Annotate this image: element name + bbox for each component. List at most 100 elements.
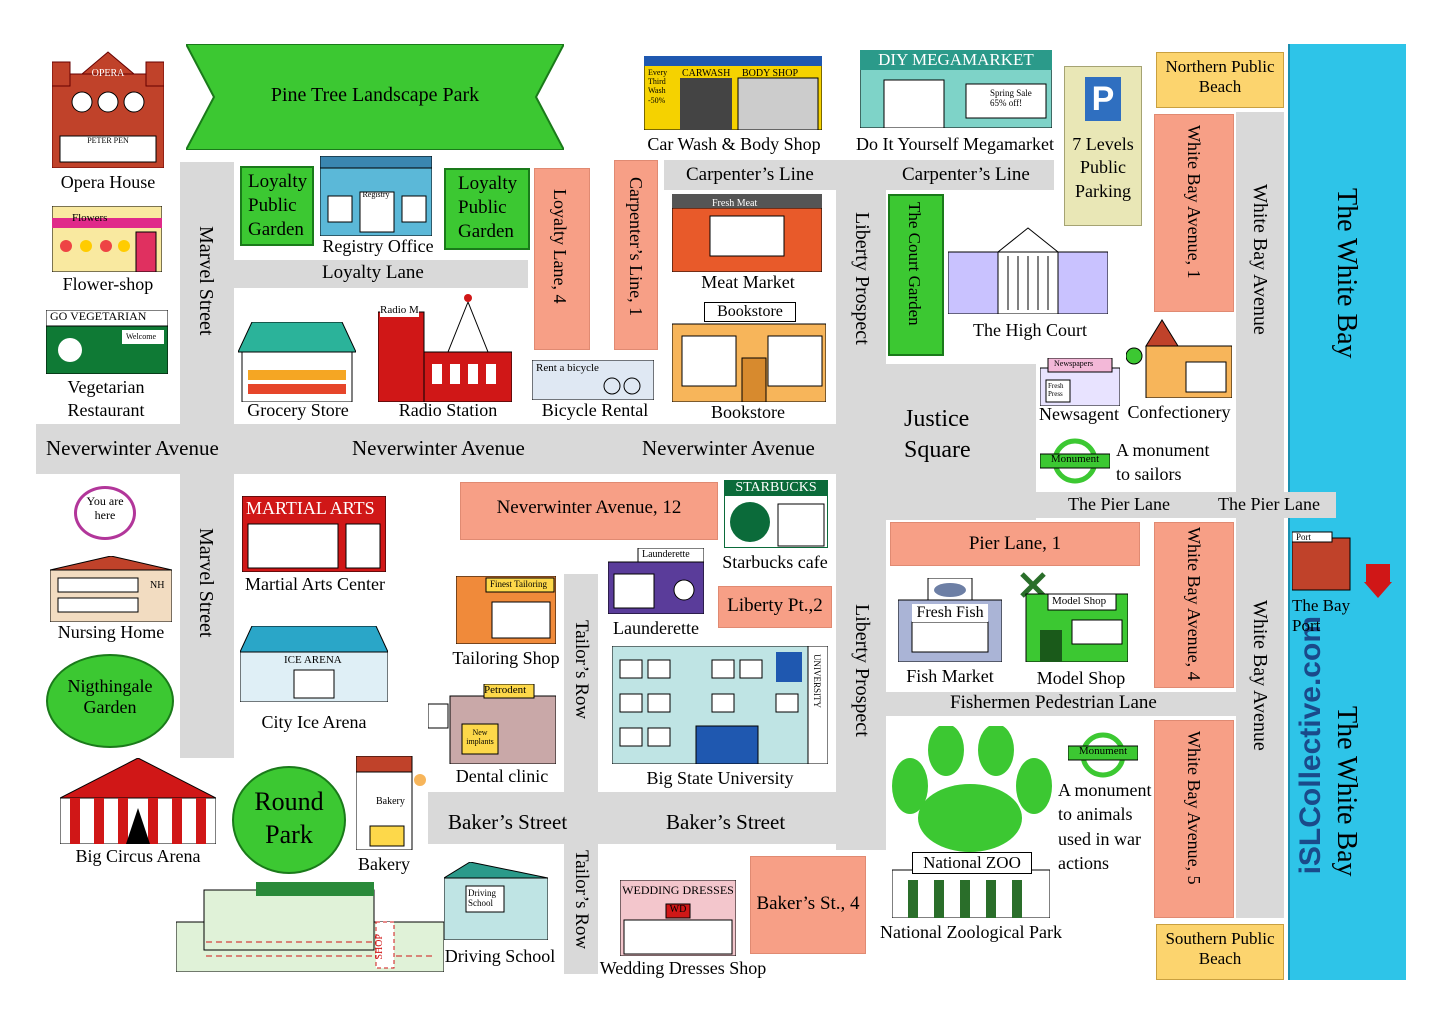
university-label: Big State University: [646, 768, 794, 788]
white-bay-label-top: The White Bay: [1331, 188, 1362, 359]
grocery-store[interactable]: [238, 322, 356, 402]
watermark: iSLCollective.com: [1294, 616, 1327, 875]
northern-beach[interactable]: Northern Public Beach: [1156, 52, 1284, 108]
launderette[interactable]: Launderette: [608, 548, 704, 614]
nursing-home[interactable]: NH: [50, 556, 172, 622]
car-wash-icon: [644, 56, 822, 130]
vegetarian-icon: [46, 310, 168, 374]
parking-sign-icon: P: [1085, 77, 1121, 121]
meat-market[interactable]: Fresh Meat: [672, 194, 822, 272]
confectionery-label: Confectionery: [1127, 402, 1231, 422]
southern-beach[interactable]: Southern Public Beach: [1156, 924, 1284, 980]
court-garden[interactable]: The Court Garden: [888, 194, 944, 356]
address-loyalty-lane-4[interactable]: Loyalty Lane, 4: [534, 168, 590, 350]
monument-animals-icon[interactable]: Monument: [1068, 732, 1138, 778]
street-carpenters-2: Carpenter’s Line: [902, 164, 1030, 185]
car-wash[interactable]: CARWASH BODY SHOP Every Third Wash -50%: [644, 56, 822, 130]
diy-megamarket[interactable]: DIY MEGAMARKET Spring Sale 65% off!: [860, 50, 1052, 128]
address-bakers-4[interactable]: Baker’s St., 4: [750, 856, 866, 954]
loyalty-garden-2[interactable]: Loyalty Public Garden: [444, 168, 530, 250]
fish-market-label: Fish Market: [906, 666, 994, 686]
port-label: The Bay Port: [1292, 596, 1351, 635]
meat-market-icon: [672, 194, 822, 272]
ice-arena-label: City Ice Arena: [261, 712, 367, 732]
street-carpenters-1: Carpenter’s Line: [686, 164, 814, 185]
dental-clinic[interactable]: Petrodent New implants: [428, 684, 556, 764]
zoo-gate-icon: [892, 869, 1050, 918]
model-shop[interactable]: Model Shop: [1018, 570, 1128, 662]
street-marvel-1: Marvel Street: [195, 226, 217, 336]
street-loyalty-lane: Loyalty Lane: [322, 262, 424, 283]
address-white-bay-4[interactable]: White Bay Avenue, 4: [1154, 522, 1234, 688]
diy-icon: [860, 50, 1052, 128]
flower-shop[interactable]: Flowers: [52, 206, 162, 272]
address-carpenters-line-1[interactable]: Carpenter’s Line, 1: [614, 160, 658, 350]
nursing-home-icon: [50, 556, 172, 622]
high-court[interactable]: [948, 224, 1108, 314]
shopping-center-floorplan[interactable]: SHOP: [176, 882, 444, 972]
registry-icon: [320, 156, 432, 236]
street-bakers-1: Baker’s Street: [448, 810, 568, 834]
street-white-bay-ave-1: White Bay Avenue: [1249, 184, 1271, 335]
address-liberty-pt-2[interactable]: Liberty Pt.,2: [718, 586, 832, 628]
vegetarian-label: Vegetarian Restaurant: [67, 377, 145, 421]
radio-station[interactable]: Radio M: [378, 292, 512, 402]
starbucks-icon: [724, 480, 828, 548]
loyalty-garden-1[interactable]: Loyalty Public Garden: [240, 166, 314, 246]
monument-animals-label: A monument to animals used in war action…: [1058, 780, 1152, 873]
tailoring-icon: [456, 576, 556, 644]
tailoring-shop[interactable]: Finest Tailoring: [456, 576, 556, 644]
registry-label: Registry Office: [322, 236, 434, 256]
street-neverwinter-1: Neverwinter Avenue: [46, 436, 219, 460]
address-white-bay-5[interactable]: White Bay Avenue, 5: [1154, 720, 1234, 918]
address-neverwinter-12[interactable]: Neverwinter Avenue, 12: [460, 482, 718, 540]
newsagent[interactable]: Newspapers Fresh Press: [1040, 358, 1120, 406]
city-ice-arena[interactable]: ICE ARENA: [240, 626, 388, 702]
flower-shop-label: Flower-shop: [62, 274, 154, 294]
monument-sailors-label: A monument to sailors: [1116, 440, 1210, 485]
white-bay-label-bottom: The White Bay: [1331, 706, 1362, 877]
bicycle-icon: [532, 360, 654, 400]
registry-office[interactable]: Registry: [320, 156, 432, 236]
big-circus-arena[interactable]: [60, 758, 216, 844]
round-park[interactable]: Round Park: [232, 766, 346, 874]
fish-market[interactable]: Fresh Fish: [898, 578, 1002, 662]
street-neverwinter-3: Neverwinter Avenue: [642, 436, 815, 460]
starbucks[interactable]: STARBUCKS: [724, 480, 828, 548]
street-bakers-2: Baker’s Street: [666, 810, 786, 834]
national-zoo-label: National Zoological Park: [880, 922, 1062, 942]
driving-school[interactable]: Driving School: [444, 862, 548, 940]
bookstore[interactable]: Bookstore: [672, 302, 826, 402]
street-tailors-row-1: Tailor’s Row: [571, 620, 592, 720]
opera-house[interactable]: OPERA PETER PEN: [52, 44, 164, 168]
wedding-dresses-shop[interactable]: WEDDING DRESSES WD: [620, 880, 736, 956]
justice-square-label: Justice Square: [904, 406, 971, 464]
diy-label: Do It Yourself Megamarket: [856, 134, 1054, 154]
bookstore-icon: [672, 323, 826, 402]
martial-arts-center[interactable]: MARTIAL ARTS: [242, 496, 386, 572]
you-are-here-marker: You are here: [74, 486, 136, 540]
driving-school-label: Driving School: [444, 946, 556, 966]
pine-tree-park[interactable]: Pine Tree Landscape Park: [186, 44, 564, 150]
bicycle-rental[interactable]: Rent a bicycle: [532, 360, 654, 400]
national-zoo[interactable]: National ZOO: [892, 852, 1050, 918]
bakery-icon: [356, 756, 426, 850]
address-pier-lane-1[interactable]: Pier Lane, 1: [890, 522, 1140, 566]
bakery-label: Bakery: [358, 854, 410, 874]
nightingale-garden[interactable]: Nigthingale Garden: [46, 654, 174, 748]
vegetarian-restaurant[interactable]: GO VEGETARIAN Welcome: [46, 309, 168, 374]
bicycle-label: Bicycle Rental: [541, 400, 649, 420]
street-liberty-1: Liberty Prospect: [851, 212, 873, 345]
model-shop-label: Model Shop: [1036, 668, 1126, 688]
street-pier-lane-1: The Pier Lane: [1068, 494, 1170, 514]
bay-port[interactable]: Port: [1292, 524, 1392, 598]
meat-market-label: Meat Market: [701, 272, 795, 292]
confectionery[interactable]: [1126, 316, 1232, 398]
address-white-bay-1[interactable]: White Bay Avenue, 1: [1154, 114, 1234, 312]
monument-sailors-icon[interactable]: Monument: [1040, 438, 1110, 484]
road-neverwinter-avenue: [36, 424, 886, 474]
bakery[interactable]: Bakery: [356, 756, 428, 850]
public-parking[interactable]: P 7 Levels Public Parking: [1064, 66, 1142, 226]
big-state-university[interactable]: UNIVERSITY: [612, 646, 828, 764]
dental-clinic-label: Dental clinic: [455, 766, 549, 786]
